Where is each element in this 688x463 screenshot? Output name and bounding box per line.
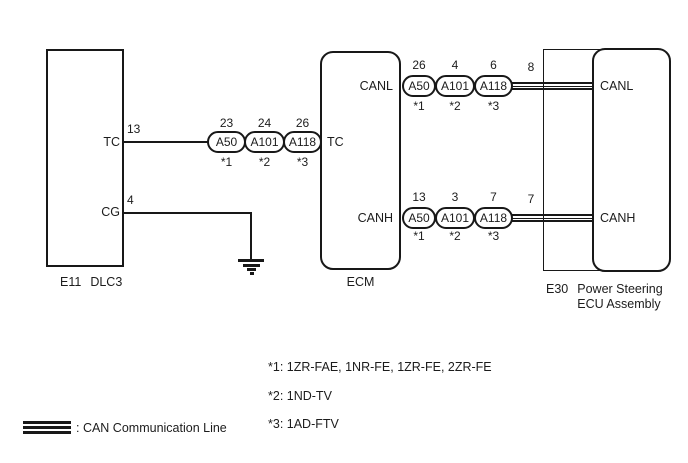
connector-oval: A118 — [283, 131, 322, 153]
ecm-canl-label: CANL — [359, 79, 393, 93]
footnote-2: *2: 1ND-TV — [268, 389, 332, 403]
connector-oval: A50 — [402, 207, 436, 229]
connector-pin: 6 — [490, 58, 497, 72]
connector-pin: 4 — [451, 58, 459, 72]
dlc3-caption-code: E11 — [60, 275, 82, 289]
connector-pin: 24 — [257, 116, 272, 130]
connector-pin: 13 — [412, 190, 426, 204]
connector-pin: 23 — [219, 116, 234, 130]
connector-oval: A50 — [402, 75, 436, 97]
connector-note: *1 — [413, 229, 425, 243]
connector-note: *2 — [449, 99, 461, 113]
dlc3-tc-pin: 13 — [127, 122, 141, 136]
tc-wire — [123, 141, 209, 143]
can-line — [512, 214, 592, 222]
connector-note: *3 — [487, 99, 500, 113]
connector-oval: A118 — [474, 75, 513, 97]
connector-oval: A101 — [435, 207, 475, 229]
connector-oval: A101 — [435, 75, 475, 97]
connector-oval: A50 — [207, 131, 246, 153]
connector-pin: 7 — [490, 190, 497, 204]
e30-caption-name: Power Steering ECU Assembly — [577, 282, 663, 311]
connector-note: *1 — [220, 155, 233, 169]
ecm-canh-label: CANH — [357, 211, 393, 225]
footnote-3: *3: 1AD-FTV — [268, 417, 339, 431]
e30-canl-label: CANL — [600, 79, 634, 93]
connector-oval: A101 — [244, 131, 285, 153]
dlc3-box — [46, 49, 124, 267]
connector-note: *2 — [258, 155, 271, 169]
ecm-caption: ECM — [346, 275, 375, 289]
power-steering-ecu-box — [592, 48, 671, 272]
dlc3-cg-pin: 4 — [127, 193, 134, 207]
e30-caption-code: E30 — [546, 282, 569, 296]
footnote-1: *1: 1ZR-FAE, 1NR-FE, 1ZR-FE, 2ZR-FE — [268, 360, 492, 374]
can-line — [512, 82, 592, 90]
can-line-icon — [23, 421, 71, 436]
dlc3-cg-label: CG — [101, 205, 120, 219]
dlc3-caption: E11 DLC3 — [60, 275, 122, 289]
e30-canh-label: CANH — [600, 211, 636, 225]
connector-note: *1 — [413, 99, 425, 113]
connector-pin: 26 — [295, 116, 310, 130]
connector-oval: A118 — [474, 207, 513, 229]
connector-pin: 26 — [412, 58, 426, 72]
connector-pin: 3 — [451, 190, 459, 204]
connector-note: *3 — [296, 155, 309, 169]
legend-label: : CAN Communication Line — [76, 421, 227, 435]
e30-canh-pin: 7 — [527, 192, 535, 206]
dlc3-caption-name: DLC3 — [90, 275, 123, 289]
connector-note: *3 — [487, 229, 500, 243]
dlc3-tc-label: TC — [103, 135, 120, 149]
e30-caption: E30 Power Steering ECU Assembly — [546, 282, 663, 312]
cg-wire-vertical — [250, 212, 252, 260]
connector-note: *2 — [449, 229, 461, 243]
ecm-tc-label: TC — [327, 135, 344, 149]
e30-canl-pin: 8 — [527, 60, 535, 74]
ecm-box — [320, 51, 401, 270]
cg-wire — [123, 212, 252, 214]
